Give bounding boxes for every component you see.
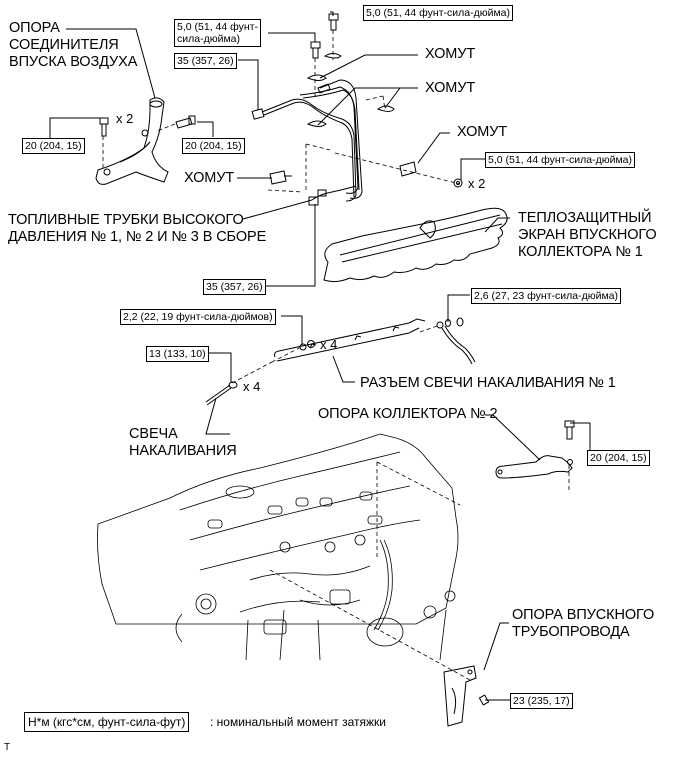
bolt-icon bbox=[565, 421, 574, 439]
label-clamp: ХОМУТ bbox=[457, 124, 508, 140]
footer-mark: T bbox=[4, 742, 11, 753]
label-glow-plug: СВЕЧА НАКАЛИВАНИЯ bbox=[129, 426, 237, 459]
bolt-icon bbox=[479, 695, 488, 705]
terminal-nut-icon bbox=[437, 318, 475, 364]
quantity-multiplier: x 4 bbox=[243, 379, 261, 394]
leader-lines bbox=[50, 12, 590, 700]
label-clamp: ХОМУТ bbox=[425, 80, 476, 96]
quantity-multiplier: x 2 bbox=[468, 176, 486, 191]
quantity-multiplier: x 2 bbox=[116, 111, 134, 126]
engine-assembly bbox=[98, 434, 459, 660]
label-heat-insulator: ТЕПЛОЗАЩИТНЫЙ ЭКРАН ВПУСКНОГО КОЛЛЕКТОРА… bbox=[518, 210, 657, 260]
torque-spec: 20 (204, 15) bbox=[22, 138, 85, 154]
glow-plug-connector bbox=[275, 319, 426, 361]
label-glow-plug-connector: РАЗЪЕМ СВЕЧИ НАКАЛИВАНИЯ № 1 bbox=[360, 375, 616, 391]
torque-spec: 20 (204, 15) bbox=[587, 450, 650, 466]
torque-spec: 5,0 (51, 44 фунт- сила-дюйма) bbox=[174, 19, 261, 47]
label-intake-pipe-bracket: ОПОРА ВПУСКНОГО ТРУБОПРОВОДА bbox=[512, 607, 655, 640]
torque-spec: 2,6 (27, 23 фунт-сила-дюйма) bbox=[471, 288, 621, 304]
torque-spec: 13 (133, 10) bbox=[146, 346, 209, 362]
torque-spec: 5,0 (51, 44 фунт-сила-дюйма) bbox=[485, 152, 635, 168]
quantity-multiplier: x 4 bbox=[320, 337, 338, 352]
torque-spec: 5,0 (51, 44 фунт-сила-дюйма) bbox=[363, 5, 513, 21]
clamp-icon bbox=[378, 106, 394, 112]
bolt-icon bbox=[311, 42, 320, 58]
torque-spec: 35 (357, 26) bbox=[174, 53, 237, 69]
label-manifold-stay-no2: ОПОРА КОЛЛЕКТОРА № 2 bbox=[318, 406, 498, 422]
high-pressure-fuel-pipes bbox=[252, 80, 362, 205]
torque-spec: 23 (235, 17) bbox=[510, 693, 573, 709]
nut-icon bbox=[454, 179, 462, 187]
nut-icon bbox=[300, 341, 315, 351]
clip-clamp-icon bbox=[270, 171, 292, 184]
label-air-intake-connector-bracket: ОПОРА СОЕДИНИТЕЛЯ ВПУСКА ВОЗДУХА bbox=[9, 20, 138, 70]
clamp-icon bbox=[308, 121, 326, 127]
bolt-icon bbox=[176, 116, 195, 128]
torque-spec: 2,2 (22, 19 фунт-сила-дюймов) bbox=[120, 309, 276, 325]
intake-pipe-bracket bbox=[444, 666, 476, 726]
clip-clamp-icon bbox=[400, 162, 416, 176]
glow-plug bbox=[206, 382, 237, 405]
label-clamp: ХОМУТ bbox=[425, 46, 476, 62]
intake-manifold-heat-insulator bbox=[324, 208, 507, 281]
manifold-stay-no2 bbox=[496, 456, 573, 478]
label-high-pressure-fuel-pipes: ТОПЛИВНЫЕ ТРУБКИ ВЫСОКОГО ДАВЛЕНИЯ № 1, … bbox=[8, 212, 267, 245]
torque-units-legend-text: : номинальный момент затяжки bbox=[210, 715, 386, 729]
clamp-icon bbox=[325, 54, 341, 59]
torque-spec: 20 (204, 15) bbox=[182, 138, 245, 154]
torque-units-legend-box: Н*м (кгс*см, фунт-сила-фут) bbox=[24, 712, 190, 732]
air-intake-connector-bracket bbox=[96, 98, 168, 184]
bolt-icon bbox=[100, 118, 108, 136]
torque-spec: 35 (357, 26) bbox=[203, 279, 266, 295]
clamp-icon bbox=[308, 75, 326, 81]
bolt-icon bbox=[329, 14, 338, 30]
label-clamp: ХОМУТ bbox=[184, 170, 235, 186]
